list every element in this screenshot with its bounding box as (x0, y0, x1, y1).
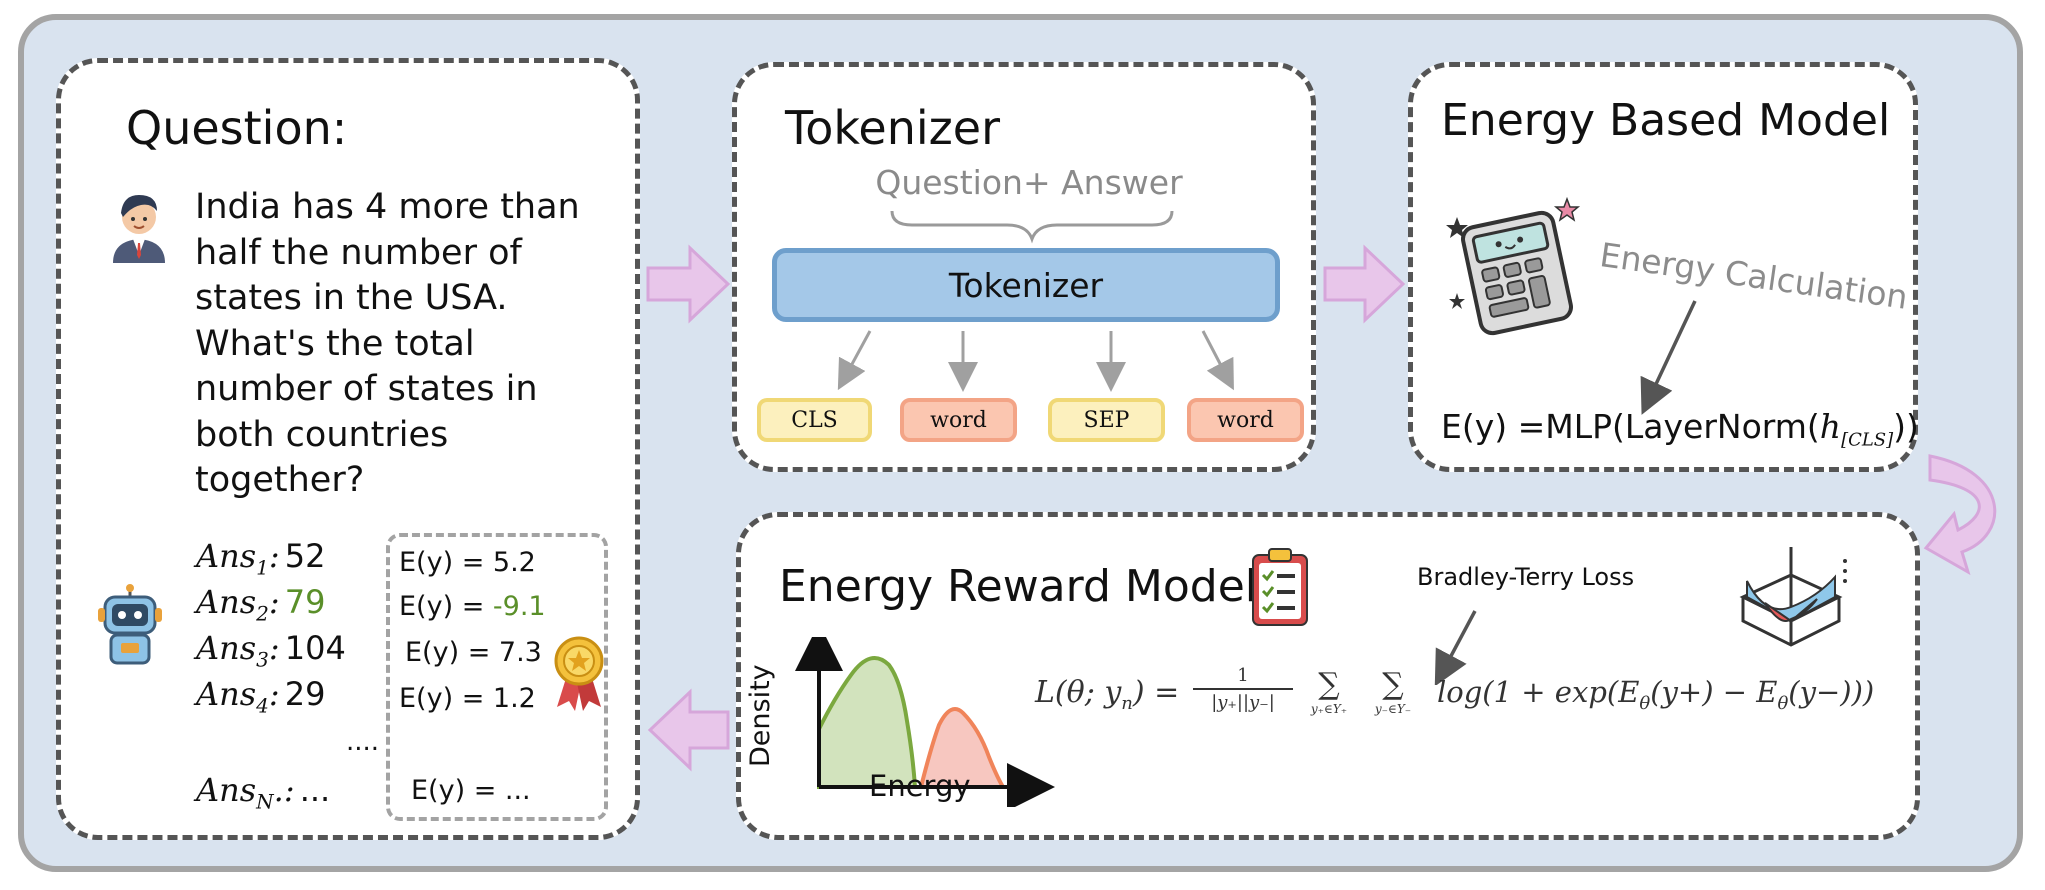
energy-reward-model-panel: Energy Reward Model Bradley-Terry Loss (736, 512, 1920, 840)
award-medal-icon (554, 636, 604, 711)
tokenizer-input-label: Question+ Answer (875, 163, 1183, 202)
answers-ellipsis: .... (346, 727, 380, 757)
sum-positive: ∑ y₊∈Y₊ (1299, 667, 1359, 716)
token-cls: CLS (757, 398, 872, 442)
energy-value-4: E(y) = 1.2 (399, 683, 536, 714)
energy-value-best: -9.1 (492, 591, 546, 622)
loss-formula-lhs: L(θ; yn) = (1035, 675, 1180, 714)
tokenizer-title: Tokenizer (785, 101, 1001, 155)
question-text: India has 4 more than half the number of… (195, 187, 580, 500)
sum-negative: ∑ y₋∈Y₋ (1363, 667, 1423, 716)
answer-label: AnsN.: (196, 771, 295, 814)
tokenizer-panel: Tokenizer Question+ Answer Tokenizer CLS… (732, 62, 1316, 472)
answer-value: ... (299, 771, 331, 809)
sum-positive-sub: y₊∈Y₊ (1310, 702, 1348, 716)
tokenizer-bar: Tokenizer (772, 248, 1280, 322)
energy-based-model-panel: Energy Based Model Energy Calculation E(… (1408, 62, 1919, 472)
fraction-numerator: 1 (1237, 665, 1249, 686)
calculator-icon (1446, 197, 1581, 336)
energy-value-n: E(y) = ... (411, 775, 531, 806)
loss-formula-rhs: log(1 + exp(Eθ(y+) − Eθ(y−))) (1437, 675, 1875, 714)
answer-row-1: Ans1: 52 (196, 537, 325, 579)
arrow-erm-to-question (647, 688, 730, 772)
tokenizer-brace (890, 210, 1174, 244)
answer-row-2: Ans2: 79 (196, 583, 325, 625)
answer-value-correct: 79 (284, 583, 326, 621)
answer-value: 104 (284, 629, 346, 667)
tokenizer-output-arrows (837, 330, 1234, 392)
3d-surface-plot-icon (1739, 547, 1847, 647)
arrow-tokenizer-to-ebm (1323, 244, 1406, 324)
energy-values-box (386, 533, 608, 821)
loss-fraction: 1 |y₊||y₋| (1193, 665, 1293, 713)
energy-calculation-arrow (1640, 300, 1697, 415)
fraction-denominator: |y₊||y₋| (1211, 692, 1275, 713)
answer-label: Ans1: (196, 537, 280, 580)
density-axis-label: Density (745, 664, 776, 767)
answer-row-n: AnsN.: ... (196, 771, 330, 813)
token-word: word (1187, 398, 1304, 442)
loss-pointer-arrow (1434, 610, 1477, 685)
answer-label: Ans3: (196, 629, 280, 672)
answer-row-4: Ans4: 29 (196, 675, 325, 717)
sum-negative-sub: y₋∈Y₋ (1374, 702, 1412, 716)
negative-density-curve (918, 707, 1007, 789)
token-sep: SEP (1048, 398, 1165, 442)
question-panel: Question: India has 4 more than half the… (56, 58, 640, 840)
ebm-title: Energy Based Model (1441, 95, 1891, 146)
clipboard-checklist-icon (1252, 548, 1308, 626)
energy-value-1: E(y) = 5.2 (399, 547, 536, 578)
energy-formula: E(y) =MLP(LayerNorm(h[CLS])) (1441, 407, 1919, 451)
answer-label: Ans2: (196, 583, 280, 626)
positive-density-curve (817, 655, 918, 789)
answer-label: Ans4: (196, 675, 280, 718)
answer-value: 52 (284, 537, 326, 575)
energy-value-2: E(y) = -9.1 (399, 591, 546, 622)
answer-row-3: Ans3: 104 (196, 629, 346, 671)
token-word: word (900, 398, 1017, 442)
user-avatar-icon (113, 195, 165, 263)
bradley-terry-loss-label: Bradley-Terry Loss (1417, 563, 1635, 591)
arrow-ebm-to-erm (1923, 454, 1997, 576)
energy-density-plot (795, 637, 1055, 807)
energy-value-3: E(y) = 7.3 (405, 637, 542, 668)
answer-value: 29 (284, 675, 326, 713)
erm-title: Energy Reward Model (779, 561, 1257, 612)
energy-axis-label: Energy (869, 769, 971, 803)
fraction-bar (1193, 688, 1293, 690)
question-title: Question: (126, 101, 348, 155)
arrow-question-to-tokenizer (646, 244, 731, 324)
robot-icon (98, 584, 162, 665)
